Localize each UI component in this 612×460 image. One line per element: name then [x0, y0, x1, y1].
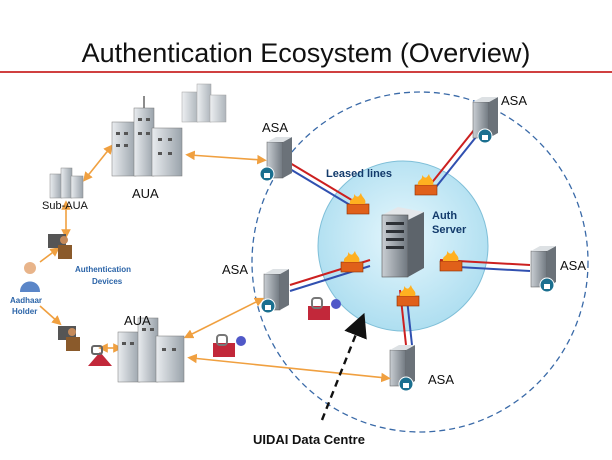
- label-sub-aua: Sub-AUA: [42, 200, 88, 212]
- label-asa-2: ASA: [501, 93, 528, 108]
- label-asa-3: ASA: [222, 262, 249, 277]
- link-aua-asa-bottom: [187, 353, 391, 383]
- link-aua-asa-top: [185, 150, 267, 165]
- label-aua-bottom: AUA: [124, 313, 151, 328]
- firewall-icon: [414, 174, 438, 196]
- label-asa-4: ASA: [560, 258, 587, 273]
- asa-server-icon: [472, 97, 498, 144]
- sub-aua-building-icon: [49, 167, 84, 199]
- firewall-icon: [439, 250, 463, 272]
- label-asa-1: ASA: [262, 120, 289, 135]
- aadhaar-holder-icon: [20, 262, 40, 292]
- leased-line-asa-1: [284, 159, 361, 212]
- firewall-icon: [346, 193, 370, 215]
- label-auth-server-line1: Auth: [432, 210, 458, 222]
- aua-building-bottom-icon: [117, 317, 185, 383]
- label-auth-devices-line2: Devices: [92, 277, 123, 286]
- asa-servers: [259, 97, 556, 392]
- uidai-pointer-arrow: [320, 312, 367, 421]
- link-holder-device-top: [39, 247, 60, 263]
- label-leased-lines: Leased lines: [326, 168, 393, 180]
- label-auth-devices-line1: Authentication: [75, 265, 131, 274]
- label-auth-server-line2: Server: [432, 224, 467, 236]
- label-asa-5: ASA: [428, 372, 455, 387]
- asa-server-icon: [530, 246, 556, 293]
- asa-network-circle: [251, 91, 589, 433]
- label-uidai-data-centre: UIDAI Data Centre: [253, 432, 365, 447]
- aua-building-top-icon: [111, 96, 183, 177]
- asa-server-icon: [389, 345, 415, 392]
- link-subaua-aua: [83, 144, 113, 182]
- firewall-icon: [340, 251, 364, 273]
- firewall-icons: [340, 174, 463, 307]
- auth-device-bottom-icon: [58, 326, 80, 351]
- label-aadhaar-line2: Holder: [12, 307, 38, 316]
- auth-device-top-icon: [48, 234, 72, 259]
- asa-server-icon: [259, 137, 292, 182]
- connections: [39, 144, 391, 383]
- encrypted-packet-icon: [213, 334, 246, 357]
- background-building-icon: [181, 83, 227, 123]
- link-aua-asa-left: [183, 297, 265, 339]
- link-holder-device-bottom: [39, 305, 62, 326]
- label-aadhaar-line1: Aadhaar: [10, 296, 43, 305]
- asa-server-icon: [260, 269, 289, 314]
- auth-server-icon: [381, 207, 424, 278]
- encrypted-packet-icon: [308, 297, 341, 320]
- label-aua-top: AUA: [132, 186, 159, 201]
- page-title: Authentication Ecosystem (Overview): [81, 38, 531, 68]
- firewall-icon: [396, 285, 420, 307]
- encrypted-packet-icon: [88, 345, 112, 366]
